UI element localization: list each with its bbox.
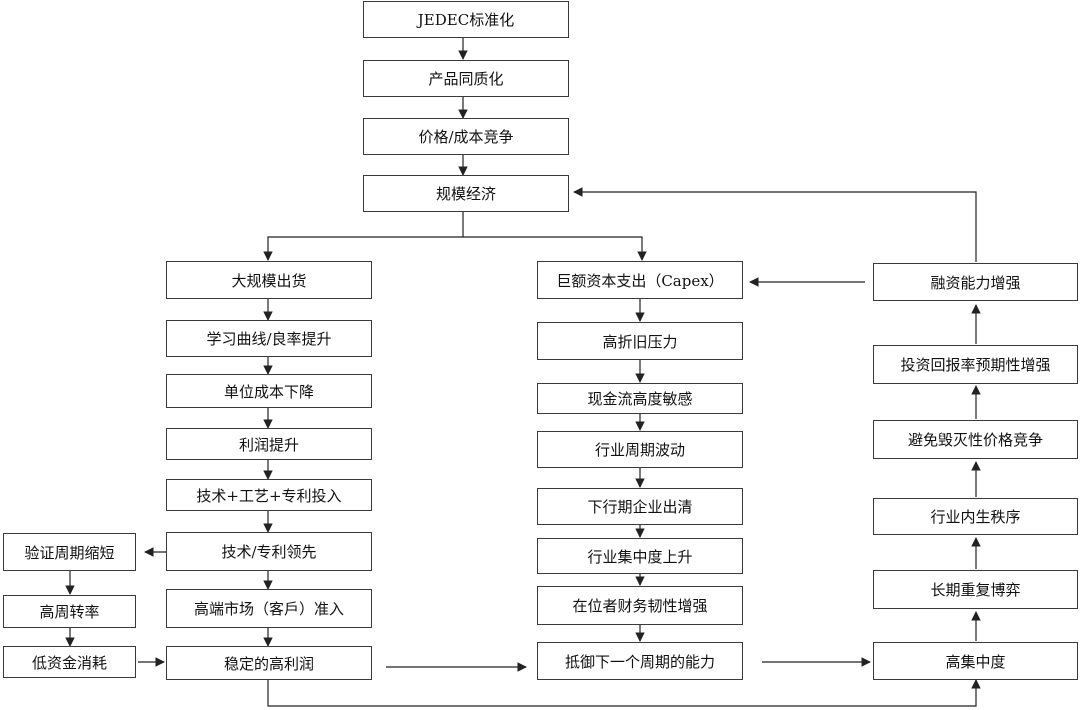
node-price-comp: 价格/成本竞争 — [363, 118, 569, 155]
node-tech-invest: 技术+工艺+专利投入 — [166, 479, 372, 511]
node-downturn: 下行期企业出清 — [537, 488, 743, 525]
node-unit-cost: 单位成本下降 — [166, 374, 372, 408]
edge-stable-bottom-loop — [267, 679, 981, 707]
node-capex: 巨额资本支出（Capex） — [537, 261, 743, 299]
node-cashflow: 现金流高度敏感 — [537, 383, 743, 414]
node-resist: 抵御下一个周期的能力 — [537, 642, 743, 680]
node-avoid: 避免毁灭性价格竞争 — [873, 420, 1078, 459]
edge-financing-scale — [573, 187, 977, 262]
node-roi: 投资回报率预期性增强 — [873, 345, 1078, 384]
node-highend: 高端市场（客戶）准入 — [166, 589, 372, 628]
node-tech-lead: 技术/专利领先 — [166, 532, 372, 571]
node-stable-profit: 稳定的高利润 — [166, 646, 372, 680]
node-scale: 规模经济 — [363, 175, 569, 212]
node-verify: 验证周期缩短 — [3, 533, 136, 571]
node-low-capital: 低资金消耗 — [3, 646, 136, 678]
node-cycle: 行业周期波动 — [537, 431, 743, 468]
node-incumbent: 在位者财务韧性增强 — [537, 586, 743, 625]
node-high-conc: 高集中度 — [873, 642, 1078, 680]
edge-scale-capex — [463, 236, 647, 261]
node-big-ship: 大规模出货 — [166, 261, 372, 299]
node-jedec: JEDEC标准化 — [363, 1, 569, 38]
node-financing: 融资能力增强 — [873, 263, 1078, 301]
node-game: 长期重复博弈 — [873, 570, 1078, 609]
node-concentration-up: 行业集中度上升 — [537, 538, 743, 574]
edge-scale-split — [263, 212, 464, 261]
node-profit-up: 利润提升 — [166, 428, 372, 460]
node-homogen: 产品同质化 — [363, 60, 569, 97]
node-turnover: 高周转率 — [3, 595, 136, 628]
node-order: 行业内生秩序 — [873, 498, 1078, 535]
node-learning: 学习曲线/良率提升 — [166, 320, 372, 357]
node-depreciation: 高折旧压力 — [537, 322, 743, 360]
